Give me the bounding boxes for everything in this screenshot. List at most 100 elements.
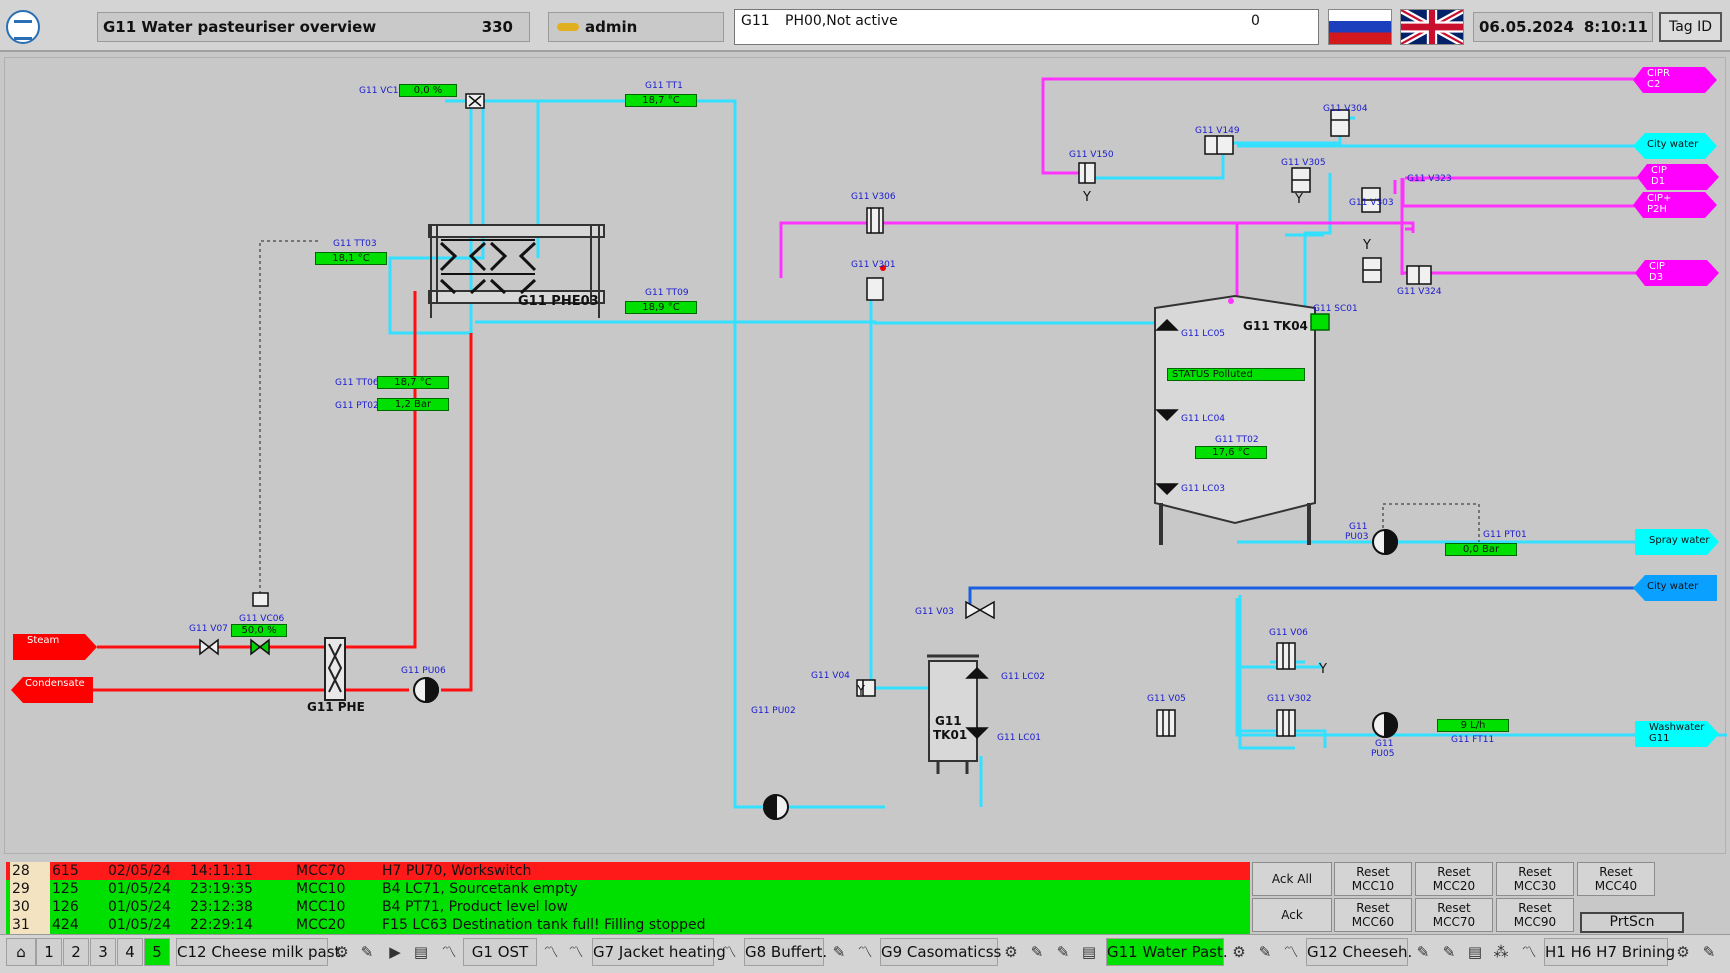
wrench-icon[interactable]: ✎ (1702, 943, 1716, 961)
city-water-bottom-terminal[interactable]: City water (1633, 575, 1717, 601)
wrench-a-icon[interactable]: ✎ (1030, 943, 1044, 961)
wrench-icon[interactable]: ✎ (832, 943, 846, 961)
ack-all-button[interactable]: Ack All (1252, 862, 1332, 896)
page-button-2[interactable]: 2 (63, 938, 89, 966)
tag-id-button[interactable]: Tag ID (1659, 12, 1722, 42)
v306-tag: G11 V306 (851, 192, 896, 202)
city-water-top-label: City water (1647, 139, 1699, 150)
wrench-icon[interactable]: ✎ (360, 943, 374, 961)
trend-icon[interactable]: 〽 (568, 943, 584, 961)
gears-icon[interactable]: ⚙ (1004, 943, 1018, 961)
condensate-terminal[interactable]: Condensate (11, 677, 93, 703)
process-icon[interactable]: ⁂ (1493, 943, 1509, 961)
cip-p2h-terminal[interactable]: CIP+P2H (1633, 192, 1717, 218)
condensate-label: Condensate (25, 678, 85, 689)
page-button-3[interactable]: 3 (90, 938, 116, 966)
ack-button[interactable]: Ack (1252, 898, 1332, 932)
user-box[interactable]: admin (548, 12, 724, 42)
tt03-value[interactable]: 18,1 °C (315, 252, 387, 265)
tt1-value[interactable]: 18,7 °C (625, 94, 697, 107)
message-line[interactable]: G11 PH00,Not active 0 (734, 9, 1319, 45)
wrench-icon[interactable]: ✎ (1258, 943, 1272, 961)
nav-g9-button[interactable]: G9 Casomaticss (880, 938, 1001, 966)
nav-g1-button[interactable]: G1 OST (463, 938, 537, 966)
page-button-4[interactable]: 4 (117, 938, 143, 966)
wrench-b-icon[interactable]: ✎ (1442, 943, 1456, 961)
washwater-label-1: Washwater (1649, 722, 1705, 733)
v301-tag: G11 V301 (851, 260, 896, 270)
gears-icon[interactable]: ⚙ (1232, 943, 1246, 961)
nav-g8-button[interactable]: G8 Buffert. (744, 938, 827, 966)
report-icon[interactable]: ▤ (1467, 943, 1483, 961)
header-bar: G11 Water pasteuriser overview 330 admin… (0, 0, 1730, 52)
trend-icon[interactable]: 〽 (857, 943, 873, 961)
wrench-b-icon[interactable]: ✎ (1056, 943, 1070, 961)
alarm-text: H7 PU70, Workswitch (382, 863, 532, 879)
wrench-a-icon[interactable]: ✎ (1416, 943, 1430, 961)
report-icon[interactable]: ▤ (1081, 943, 1097, 961)
ft11-value[interactable]: 9 L/h (1437, 719, 1509, 732)
trend-icon[interactable]: 〽 (1283, 943, 1299, 961)
v06-tag: G11 V06 (1269, 628, 1308, 638)
pt02-value[interactable]: 1,2 Bar (377, 398, 449, 411)
play-icon[interactable]: ▶ (389, 943, 401, 961)
pu06-tag: G11 PU06 (401, 666, 446, 676)
vc06-value[interactable]: 50,0 % (231, 624, 287, 637)
page-button-1[interactable]: 1 (36, 938, 62, 966)
trend-icon[interactable]: 〽 (721, 943, 737, 961)
nav-c12-button[interactable]: C12 Cheese milk past. (176, 938, 345, 966)
city-water-top-terminal[interactable]: City water (1633, 133, 1717, 159)
user-name: admin (585, 18, 638, 36)
home-button[interactable]: ⌂ (6, 938, 36, 966)
trend-icon[interactable]: 〽 (543, 943, 559, 961)
vc11-value[interactable]: 0,0 % (399, 84, 457, 97)
russian-flag-icon[interactable] (1328, 9, 1392, 45)
valves (199, 93, 1432, 740)
print-screen-button[interactable]: PrtScn (1580, 912, 1684, 933)
gears-icon[interactable]: ⚙ (335, 943, 349, 961)
message-text: PH00,Not active (785, 13, 898, 29)
tt06-value[interactable]: 18,7 °C (377, 376, 449, 389)
pt01-value[interactable]: 0,0 Bar (1445, 543, 1517, 556)
spray-water-terminal[interactable]: Spray water (1635, 529, 1719, 555)
tt09-value[interactable]: 18,9 °C (625, 301, 697, 314)
steam-terminal[interactable]: Steam (13, 634, 97, 660)
phe03-label: G11 PHE03 (518, 294, 599, 309)
tt1-tag: G11 TT1 (645, 81, 683, 91)
gears-icon[interactable]: ⚙ (1676, 943, 1690, 961)
nav-g7-button[interactable]: G7 Jacket heating (592, 938, 726, 966)
nav-g12-button[interactable]: G12 Cheeseh. (1306, 938, 1412, 966)
trend-icon[interactable]: 〽 (1521, 943, 1537, 961)
v150-y-label: Y (1083, 190, 1091, 205)
screen-number: 330 (481, 18, 513, 36)
ft11-tag: G11 FT11 (1451, 735, 1495, 745)
page-button-5[interactable]: 5 (144, 938, 170, 966)
nav-g11-button[interactable]: G11 Water Past. (1106, 938, 1228, 966)
alarm-mcc: MCC10 (296, 881, 346, 897)
company-logo[interactable] (6, 10, 40, 44)
tt06-tag: G11 TT06 (335, 378, 379, 388)
reset-label: Reset (1437, 865, 1471, 879)
uk-flag-icon[interactable] (1400, 9, 1464, 45)
report-icon[interactable]: ▤ (413, 943, 429, 961)
nav-h1-button[interactable]: H1 H6 H7 Brining (1544, 938, 1675, 966)
trend-icon[interactable]: 〽 (441, 943, 457, 961)
tk01-tank (927, 654, 979, 774)
reset-label: Reset (1518, 865, 1552, 879)
tt02-value[interactable]: 17,6 °C (1195, 446, 1267, 459)
